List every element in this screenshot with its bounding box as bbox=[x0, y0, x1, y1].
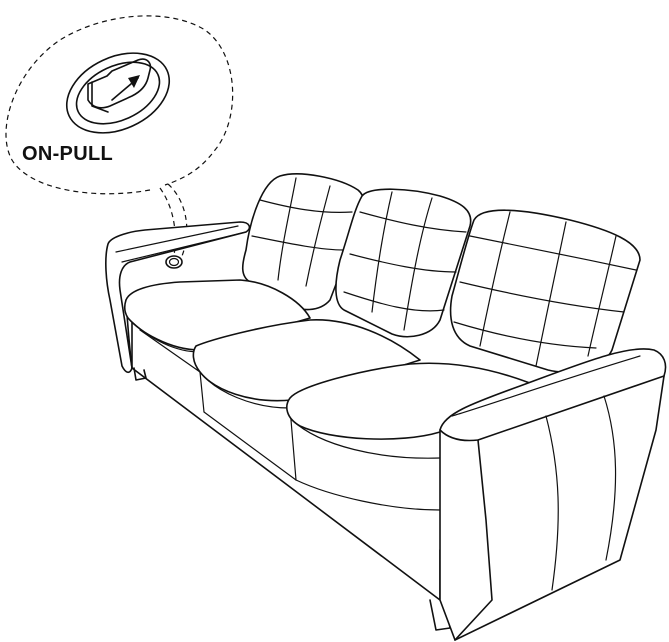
sofa bbox=[105, 173, 667, 641]
recline-button-icon bbox=[65, 52, 171, 134]
callout-label: ON-PULL bbox=[22, 143, 113, 165]
callout-bubble bbox=[5, 15, 234, 257]
